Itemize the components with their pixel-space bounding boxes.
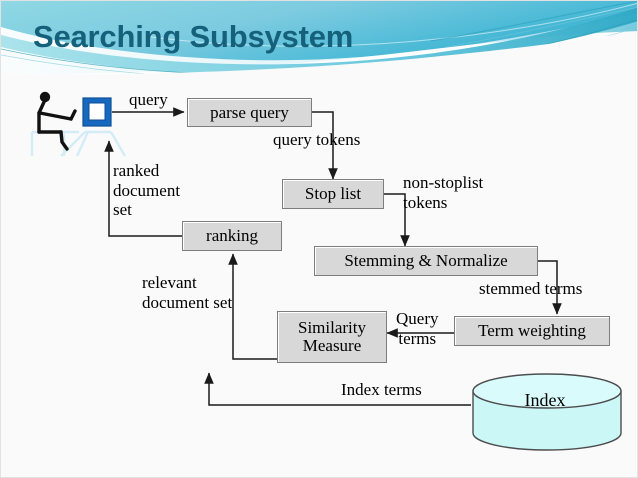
box-similarity-measure[interactable]: Similarity Measure bbox=[277, 311, 387, 363]
desk-furniture-icon bbox=[30, 130, 127, 157]
computer-monitor-icon bbox=[82, 97, 112, 127]
edge-stemmed-terms bbox=[538, 260, 562, 315]
box-term-weighting[interactable]: Term weighting bbox=[454, 316, 610, 346]
label-query-terms: Query terms bbox=[396, 309, 439, 348]
edge-relevant-doc-set bbox=[228, 253, 277, 360]
box-ranking[interactable]: ranking bbox=[182, 221, 282, 251]
edge-non-stoplist-tokens bbox=[384, 193, 410, 247]
label-query-tokens: query tokens bbox=[273, 130, 361, 149]
label-relevant-document-set: relevant document set bbox=[142, 273, 233, 312]
index-cylinder-icon bbox=[472, 373, 622, 451]
label-index-terms: Index terms bbox=[341, 380, 422, 399]
user-stick-figure-icon bbox=[37, 91, 77, 151]
datastore-index-label: Index bbox=[524, 390, 566, 410]
banner-wave-graphic bbox=[1, 1, 637, 81]
header-banner bbox=[1, 1, 637, 81]
label-ranked-document-set: ranked document set bbox=[113, 161, 181, 220]
label-query: query bbox=[129, 90, 168, 109]
page-title: Searching Subsystem bbox=[33, 19, 354, 54]
label-non-stoplist-tokens: non-stoplist tokens bbox=[403, 173, 484, 212]
box-parse-query[interactable]: parse query bbox=[187, 98, 312, 127]
edge-index-terms bbox=[204, 372, 471, 406]
edge-ranked-doc-set bbox=[104, 140, 183, 237]
label-stemmed-terms: stemmed terms bbox=[479, 279, 583, 298]
box-stop-list[interactable]: Stop list bbox=[282, 179, 384, 209]
edge-query-tokens bbox=[312, 111, 338, 180]
box-stemming-normalize[interactable]: Stemming & Normalize bbox=[314, 246, 538, 276]
